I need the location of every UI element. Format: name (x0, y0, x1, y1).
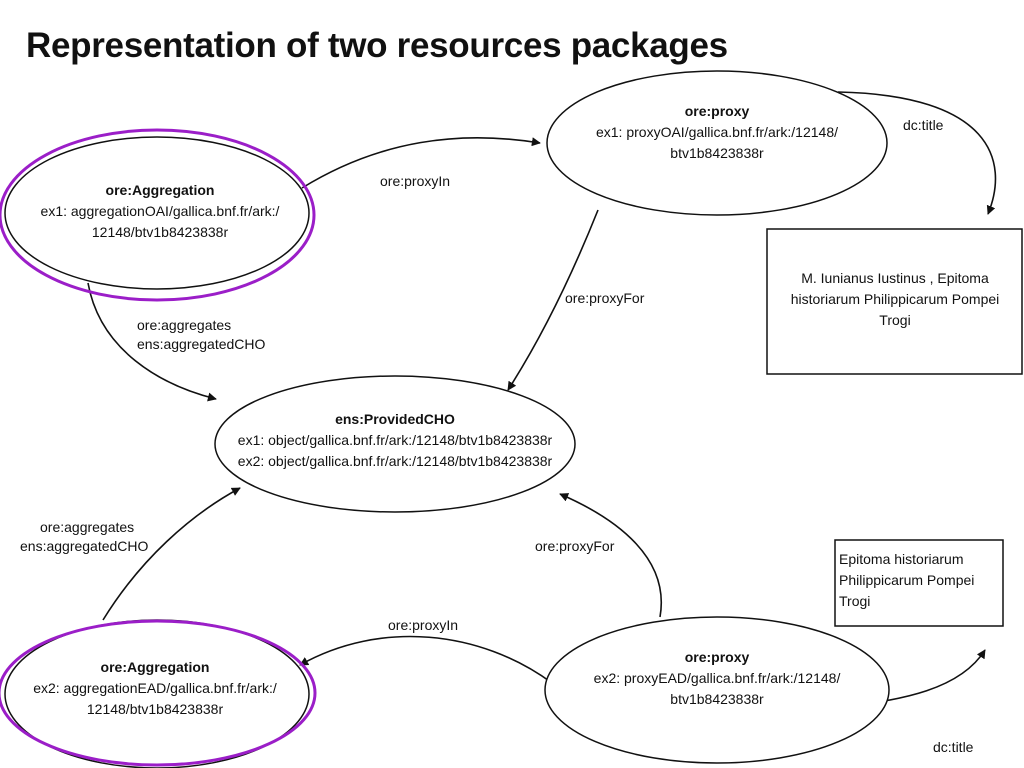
edge-label-aggregates-top-2: ens:aggregatedCHO (137, 336, 266, 352)
edge-label-aggregates-bottom-1: ore:aggregates (40, 519, 134, 535)
node-provided-cho: ens:ProvidedCHO ex1: object/gallica.bnf.… (214, 375, 576, 513)
node-aggregation-ead-line2: 12148/btv1b8423838r (87, 701, 224, 717)
node-aggregation-ead: ore:Aggregation ex2: aggregationEAD/gall… (0, 619, 317, 768)
edge-proxyin-top (301, 136, 541, 189)
page-title: Representation of two resources packages (26, 26, 728, 65)
node-aggregation-oai-title: ore:Aggregation (106, 182, 215, 198)
literal-title-oai: M. Iunianus Iustinus , Epitoma historiar… (766, 228, 1023, 375)
literal-title-ead-line2: Philippicarum Pompei (839, 572, 974, 588)
highlight-ring-top (0, 128, 316, 302)
node-proxy-oai-line2: btv1b8423838r (670, 145, 764, 161)
node-proxy-oai-line1: ex1: proxyOAI/gallica.bnf.fr/ark:/12148/ (596, 124, 838, 140)
node-aggregation-ead-title: ore:Aggregation (101, 659, 210, 675)
edge-label-proxyfor-top: ore:proxyFor (565, 290, 645, 306)
node-aggregation-oai-line2: 12148/btv1b8423838r (92, 224, 229, 240)
node-proxy-ead-line2: btv1b8423838r (670, 691, 764, 707)
edge-label-proxyin-bottom: ore:proxyIn (388, 617, 458, 633)
node-proxy-oai-title: ore:proxy (685, 103, 750, 119)
node-proxy-ead: ore:proxy ex2: proxyEAD/gallica.bnf.fr/a… (544, 616, 890, 764)
literal-title-oai-line1: M. Iunianus Iustinus , Epitoma (801, 270, 989, 286)
node-proxy-ead-title: ore:proxy (685, 649, 750, 665)
node-provided-cho-title: ens:ProvidedCHO (335, 411, 455, 427)
edge-label-dctitle-top: dc:title (903, 117, 944, 133)
literal-title-oai-line2: historiarum Philippicarum Pompei (791, 291, 1000, 307)
node-aggregation-ead-line1: ex2: aggregationEAD/gallica.bnf.fr/ark:/ (33, 680, 277, 696)
edge-label-proxyfor-bottom: ore:proxyFor (535, 538, 615, 554)
edge-aggregates-top (87, 282, 217, 402)
edge-aggregates-bottom (102, 487, 241, 621)
node-aggregation-oai-line1: ex1: aggregationOAI/gallica.bnf.fr/ark:/ (41, 203, 280, 219)
edge-dctitle-top (837, 91, 997, 215)
edge-label-dctitle-bottom: dc:title (933, 739, 974, 755)
literal-title-ead-line1: Epitoma historiarum (839, 551, 964, 567)
edge-label-aggregates-bottom-2: ens:aggregatedCHO (20, 538, 149, 554)
node-proxy-oai: ore:proxy ex1: proxyOAI/gallica.bnf.fr/a… (546, 70, 888, 216)
node-proxy-ead-line1: ex2: proxyEAD/gallica.bnf.fr/ark:/12148/ (594, 670, 841, 686)
edge-label-proxyin-top: ore:proxyIn (380, 173, 450, 189)
edge-proxyfor-bottom (559, 493, 663, 618)
edge-proxyfor-top (507, 209, 599, 391)
edge-label-aggregates-top-1: ore:aggregates (137, 317, 231, 333)
highlight-ring-bottom (0, 619, 317, 767)
node-aggregation-oai: ore:Aggregation ex1: aggregationOAI/gall… (0, 128, 316, 302)
literal-title-ead: Epitoma historiarum Philippicarum Pompei… (834, 539, 1004, 627)
node-provided-cho-line1: ex1: object/gallica.bnf.fr/ark:/12148/bt… (238, 432, 553, 448)
literal-title-ead-line3: Trogi (839, 593, 870, 609)
node-provided-cho-line2: ex2: object/gallica.bnf.fr/ark:/12148/bt… (238, 453, 553, 469)
edge-proxyin-bottom (299, 635, 553, 684)
literal-title-oai-line3: Trogi (879, 312, 910, 328)
